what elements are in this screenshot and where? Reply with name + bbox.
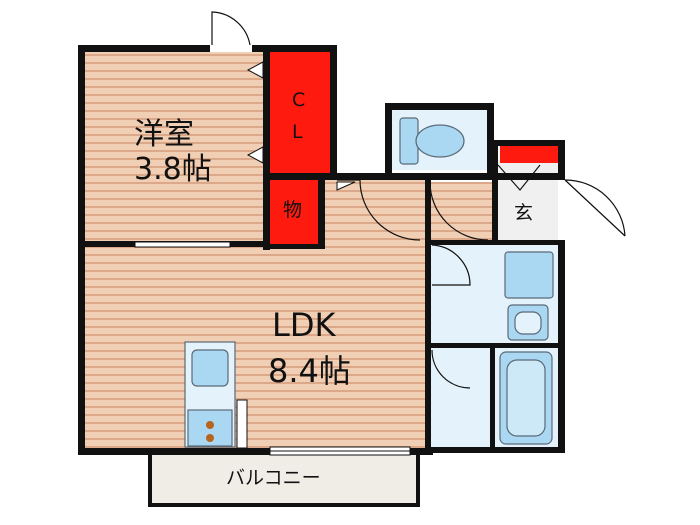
storage-label: 物 — [283, 199, 303, 221]
balcony-floor — [148, 448, 420, 507]
kitchen-sink-icon — [191, 349, 229, 387]
door-swing-icon — [211, 11, 626, 389]
closet-label-c: C — [292, 89, 306, 111]
closet-label-l: L — [292, 121, 303, 143]
ldk-door-gap — [134, 241, 231, 248]
western-room-size: 3.8帖 — [134, 152, 212, 187]
stove-icon — [187, 409, 233, 447]
western-room-name: 洋室 — [134, 117, 194, 152]
hall-floor — [318, 180, 425, 245]
entrance-label: 玄 — [514, 202, 534, 224]
entrance-shelf-block — [500, 145, 558, 163]
closet-door-marks — [246, 61, 356, 191]
entrance-door-gap — [558, 180, 565, 240]
ldk-room-size: 8.4帖 — [268, 352, 351, 390]
hall-floor-2 — [430, 182, 495, 242]
closet-block — [270, 52, 330, 174]
washbasin-icon — [507, 304, 549, 341]
fridge-space — [236, 399, 248, 449]
balcony-label: バルコニー — [226, 467, 321, 489]
walls — [78, 45, 565, 455]
ldk-room-name: LDK — [272, 306, 336, 344]
ldk-floor — [85, 245, 425, 450]
storage-block — [268, 180, 320, 244]
toilet-icon — [399, 117, 465, 165]
washing-machine-icon — [504, 251, 554, 299]
bathtub-icon — [499, 351, 553, 445]
western-room-floor — [85, 52, 265, 245]
entrance-floor — [497, 160, 562, 242]
